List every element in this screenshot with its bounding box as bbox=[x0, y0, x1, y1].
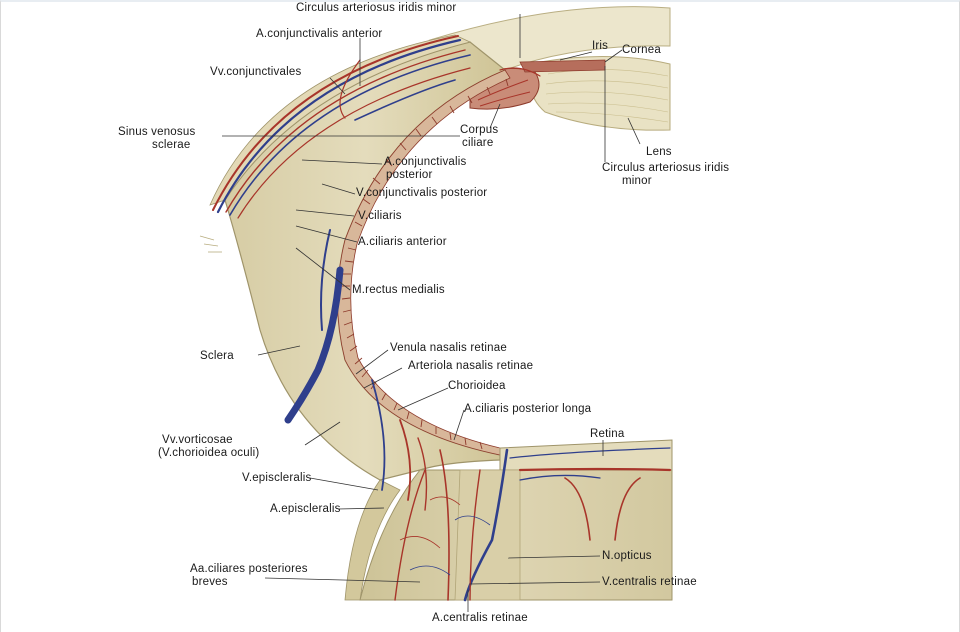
veins bbox=[216, 38, 671, 602]
label-circulus-minor-1: Circulus arteriosus iridis bbox=[602, 162, 730, 174]
ciliary-vessels bbox=[477, 79, 531, 107]
label-corpus-ciliare-2: ciliare bbox=[462, 137, 494, 149]
label-circulus-minor-2: minor bbox=[622, 175, 652, 187]
label-circulus-minor-top: Circulus arteriosus iridis minor bbox=[296, 2, 457, 14]
small-vessels bbox=[399, 496, 491, 576]
label-v-centralis: V.centralis retinae bbox=[602, 576, 697, 588]
label-a-conj-posterior-2: posterior bbox=[386, 169, 433, 181]
conjunctiva-fringe bbox=[199, 235, 222, 253]
label-sinus-venosus-2: sclerae bbox=[152, 139, 191, 151]
label-a-conj-posterior-1: A.conjunctivalis bbox=[384, 156, 467, 168]
label-vv-vorticosae-1: Vv.vorticosae bbox=[162, 434, 233, 446]
label-cornea: Cornea bbox=[622, 44, 661, 56]
label-a-episcleralis: A.episcleralis bbox=[270, 503, 341, 515]
iris-shape bbox=[519, 59, 606, 73]
label-v-episcleralis: V.episcleralis bbox=[242, 472, 312, 484]
leader-lines bbox=[222, 14, 641, 612]
label-m-rectus-medialis: M.rectus medialis bbox=[352, 284, 445, 296]
label-iris: Iris bbox=[592, 40, 609, 52]
conjunctiva-layer bbox=[209, 34, 472, 206]
label-vv-conjunctivales: Vv.conjunctivales bbox=[210, 66, 302, 78]
label-venula-nasalis: Venula nasalis retinae bbox=[390, 342, 507, 354]
label-a-ciliaris-anterior: A.ciliaris anterior bbox=[358, 236, 447, 248]
label-arteriola-nasalis: Arteriola nasalis retinae bbox=[408, 360, 534, 372]
optic-nerve-sheath bbox=[344, 479, 401, 601]
label-sclera: Sclera bbox=[200, 350, 234, 362]
label-aa-ciliares-2: breves bbox=[192, 576, 228, 588]
label-chorioidea: Chorioidea bbox=[448, 380, 506, 392]
label-sinus-venosus-1: Sinus venosus bbox=[118, 126, 196, 138]
cornea-shape bbox=[428, 6, 671, 71]
label-v-conj-posterior: V.conjunctivalis posterior bbox=[356, 187, 488, 199]
label-a-conjunctivalis-anterior: A.conjunctivalis anterior bbox=[256, 28, 383, 40]
label-a-ciliaris-post-longa: A.ciliaris posterior longa bbox=[464, 403, 592, 415]
optic-disc-column bbox=[454, 469, 521, 601]
choroid-hatching bbox=[341, 78, 509, 450]
label-vv-vorticosae-2: (V.chorioidea oculi) bbox=[158, 447, 260, 459]
label-lens: Lens bbox=[646, 146, 672, 158]
lens-fibers bbox=[545, 69, 669, 123]
arteries bbox=[212, 35, 672, 601]
sclera-band bbox=[224, 41, 507, 481]
label-retina: Retina bbox=[590, 428, 625, 440]
label-n-opticus: N.opticus bbox=[602, 550, 652, 562]
label-a-centralis: A.centralis retinae bbox=[432, 612, 528, 624]
label-v-ciliaris: V.ciliaris bbox=[358, 210, 402, 222]
label-corpus-ciliare-1: Corpus bbox=[460, 124, 499, 136]
label-aa-ciliares-1: Aa.ciliares posteriores bbox=[190, 563, 308, 575]
